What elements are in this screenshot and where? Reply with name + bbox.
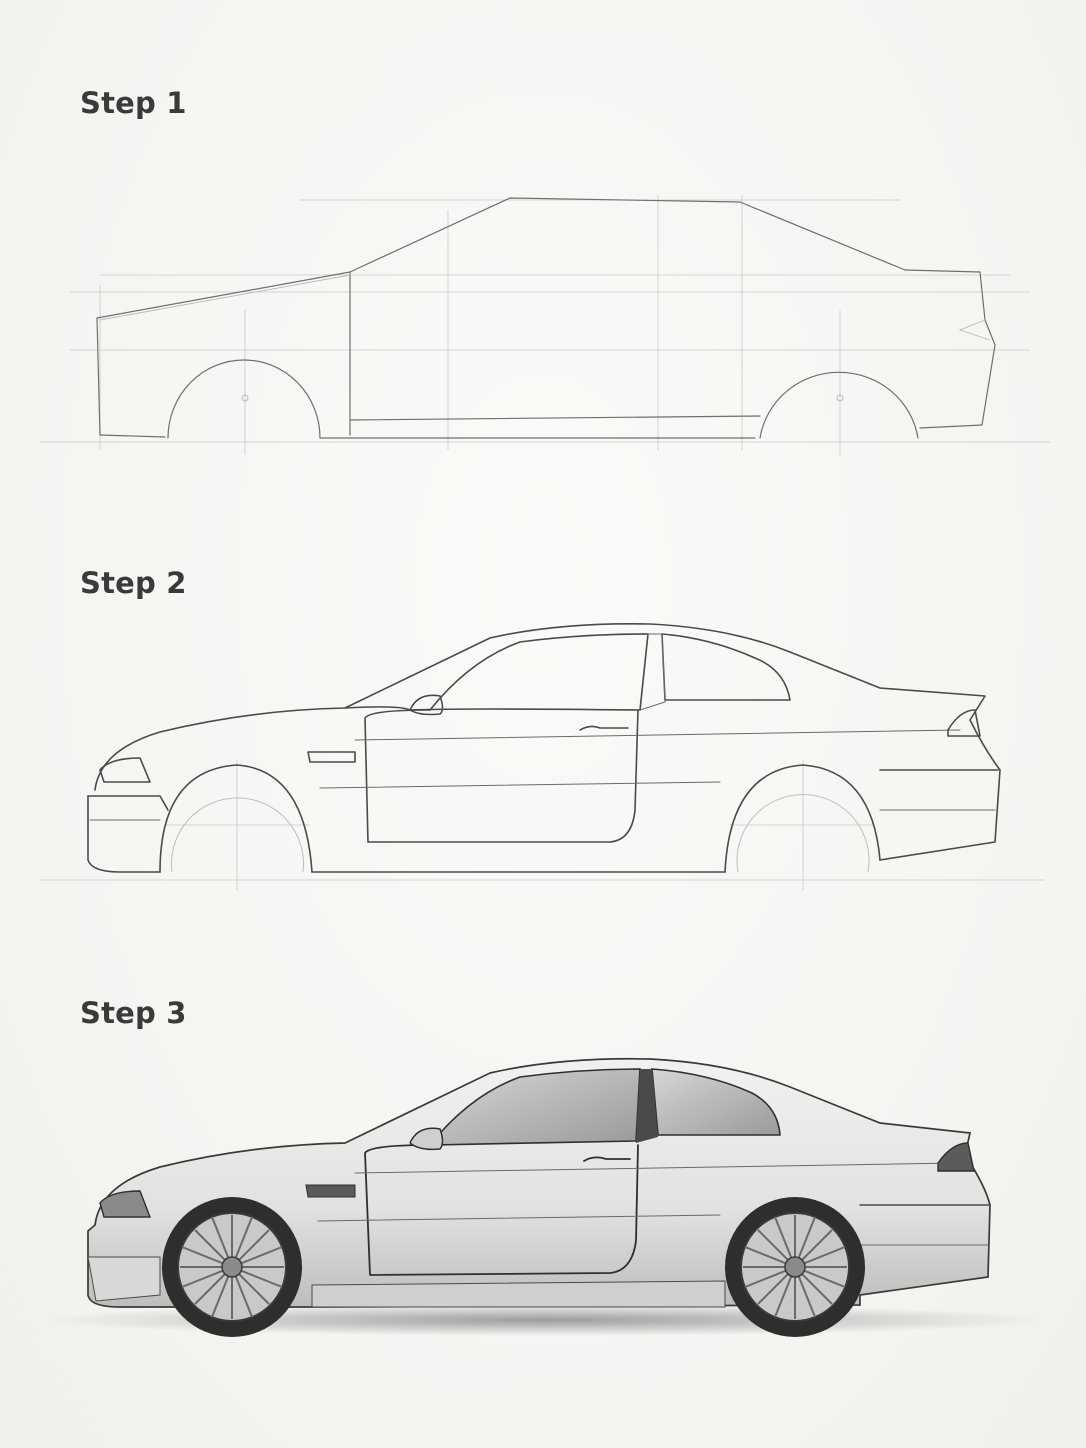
step-2-title: Step 2 [80,566,187,600]
rear-wheel [725,1197,865,1337]
body-outline [96,197,996,439]
step-2-line-drawing [40,622,1045,890]
wheel-arch-lines [159,764,881,873]
wheel-arches [167,359,919,439]
ground-and-axle-guides [40,760,1045,890]
step-3-title: Step 3 [80,996,187,1030]
step-1-construction-sketch [40,195,1050,455]
front-wheel [162,1197,302,1337]
step-1-title: Step 1 [80,86,187,120]
guide-lines [40,195,1050,455]
car-body-lines [87,622,1001,873]
step-3-shaded-drawing [45,1057,1045,1337]
